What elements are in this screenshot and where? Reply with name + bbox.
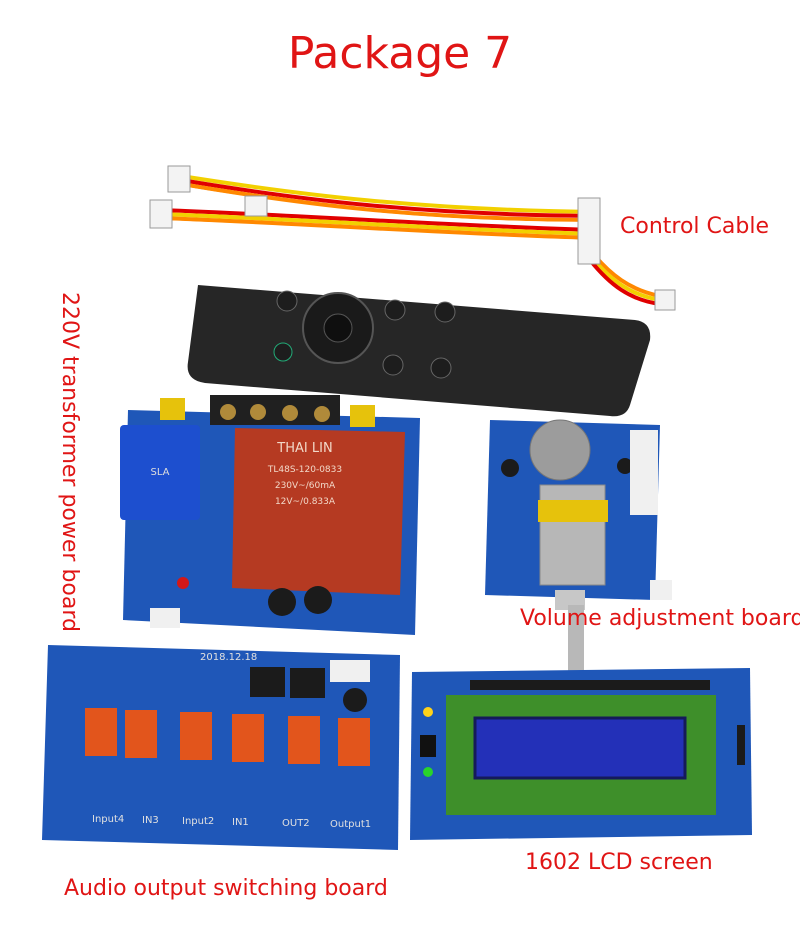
svg-text:2018.12.18: 2018.12.18 bbox=[200, 652, 257, 663]
svg-text:Input2: Input2 bbox=[182, 816, 214, 827]
svg-text:OUT2: OUT2 bbox=[282, 818, 310, 829]
svg-text:SLA: SLA bbox=[151, 467, 170, 478]
svg-text:Output1: Output1 bbox=[330, 819, 371, 830]
audio-output-switching-board: 2018.12.18 Input4 IN3 Input2 IN1 OUT2 Ou… bbox=[42, 645, 400, 850]
svg-text:Input4: Input4 bbox=[92, 814, 124, 825]
remote-control bbox=[187, 285, 651, 417]
svg-text:IN3: IN3 bbox=[142, 815, 159, 826]
power-board-label: 220V transformer power board bbox=[57, 292, 82, 632]
svg-text:230V~/60mA: 230V~/60mA bbox=[275, 481, 336, 491]
volume-adjustment-board bbox=[485, 419, 672, 680]
svg-text:THAI LIN: THAI LIN bbox=[276, 441, 332, 456]
svg-text:IN1: IN1 bbox=[232, 817, 249, 828]
svg-text:TL48S-120-0833: TL48S-120-0833 bbox=[267, 465, 342, 475]
transformer-power-board: SLA THAI LIN TL48S-120-0833 230V~/60mA 1… bbox=[120, 395, 420, 635]
package-title: Package 7 bbox=[287, 28, 513, 79]
control-cable bbox=[149, 165, 676, 311]
lcd-screen-label: 1602 LCD screen bbox=[525, 850, 713, 875]
volume-board-label: Volume adjustment board bbox=[520, 606, 800, 631]
lcd-screen-board bbox=[410, 668, 752, 840]
audio-board-label: Audio output switching board bbox=[64, 876, 388, 901]
svg-text:12V~/0.833A: 12V~/0.833A bbox=[275, 497, 336, 507]
control-cable-label: Control Cable bbox=[620, 214, 769, 239]
